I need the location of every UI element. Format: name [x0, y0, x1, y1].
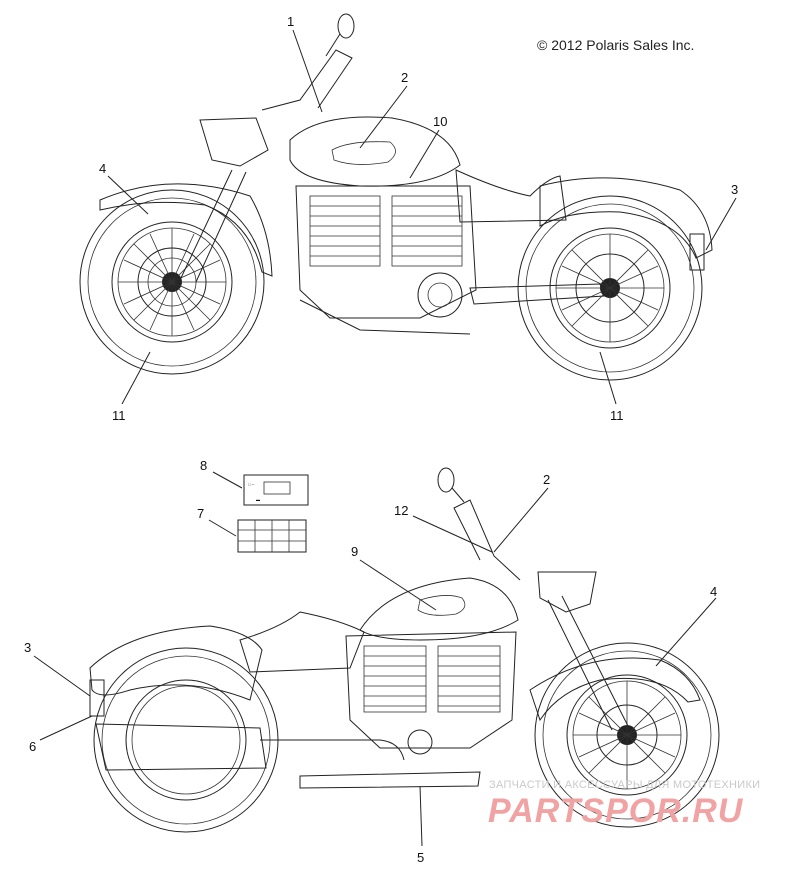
callout-10: 10: [433, 114, 447, 129]
callout-2-bottom: 2: [543, 472, 550, 487]
taillight-top: [689, 233, 705, 271]
callout-3-top: 3: [731, 182, 738, 197]
exhaust-top: [299, 299, 471, 335]
callouts-top: 1 2 10 4 3 11 11: [99, 14, 738, 423]
exhaust-bottom: [95, 723, 267, 771]
seat-top: [455, 169, 567, 223]
mirror-top: [337, 13, 355, 39]
leader-lines-decals: [208, 471, 243, 537]
callout-4-top: 4: [99, 161, 106, 176]
swingarm-top: [469, 283, 605, 305]
front-wheel-bottom: [534, 642, 720, 828]
svg-text:□ ─: □ ─: [248, 482, 255, 487]
callout-5: 5: [417, 850, 424, 865]
watermark-tagline: ЗАПЧАСТИ И АКСЕССУАРЫ ДЛЯ МОТОТЕХНИКИ: [489, 779, 761, 791]
exhaust-pipe-bottom: [260, 739, 405, 761]
callout-6: 6: [29, 739, 36, 754]
frame-bottom: [299, 771, 481, 789]
callout-3-bottom: 3: [24, 640, 31, 655]
rear-wheel-top: [517, 195, 703, 381]
callout-9: 9: [351, 544, 358, 559]
front-wheel-top: [79, 189, 265, 375]
callout-1: 1: [287, 14, 294, 29]
callout-12: 12: [394, 503, 408, 518]
rear-wheel-bottom: [93, 647, 279, 833]
svg-text:▬: ▬: [256, 497, 260, 502]
mirror-bottom: [437, 467, 455, 493]
callout-7: 7: [197, 506, 204, 521]
callout-2-top: 2: [401, 70, 408, 85]
tank-decal-top: [331, 141, 396, 165]
fuel-tank-bottom: [359, 577, 519, 641]
tank-decal-bottom: [417, 595, 466, 616]
engine-bottom: [345, 631, 517, 755]
leader-lines-bottom: [33, 487, 717, 847]
fuel-tank-top: [289, 116, 461, 187]
callout-11-right: 11: [610, 408, 624, 423]
taillight-bottom: [89, 679, 105, 717]
engine-top: [295, 185, 477, 319]
callouts-decals: 8 7: [197, 458, 207, 521]
callout-8: 8: [200, 458, 207, 473]
front-fork-top: [179, 169, 247, 283]
seat-bottom: [239, 611, 365, 673]
decal-8: □ ─ ▬: [243, 474, 309, 506]
front-fender-bottom: [529, 657, 701, 722]
handlebar-top: [261, 49, 353, 111]
callouts-bottom: 2 12 9 4 3 6 5: [24, 472, 717, 865]
callout-11-left: 11: [112, 408, 126, 423]
headlight-bottom: [537, 571, 597, 613]
decal-7: [237, 519, 307, 553]
watermark-brand: PARTSPOR.RU: [488, 792, 744, 830]
copyright-text: © 2012 Polaris Sales Inc.: [537, 37, 695, 53]
leader-lines-top: [107, 29, 737, 405]
callout-4-bottom: 4: [710, 584, 717, 599]
front-fork-bottom: [547, 595, 629, 731]
handlebar-bottom: [453, 499, 521, 581]
headlight-top: [199, 117, 269, 167]
rear-fender-bottom: [89, 625, 263, 701]
front-fender-top: [99, 183, 273, 277]
motorcycle-bottom-illustration: [89, 467, 720, 833]
motorcycle-top-illustration: [79, 13, 713, 381]
